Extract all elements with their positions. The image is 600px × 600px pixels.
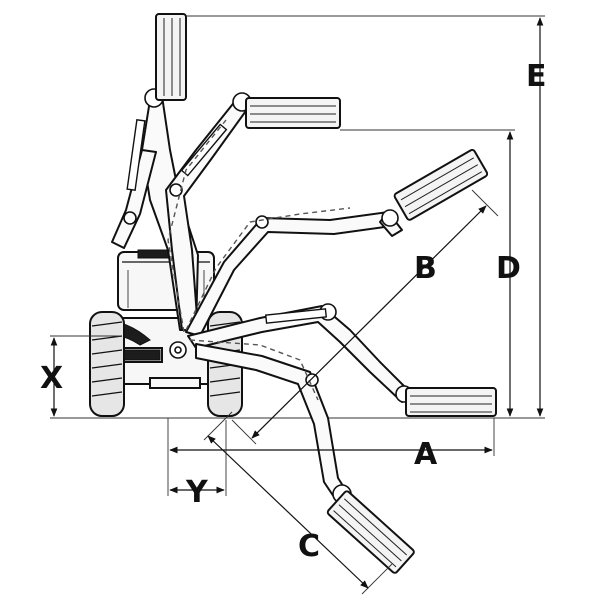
- dimension-label-a: A: [414, 437, 438, 472]
- arm-position-upper: [165, 92, 341, 331]
- dimension-d: D: [340, 129, 521, 417]
- dimension-label-y: Y: [185, 475, 209, 510]
- dimension-x: X: [40, 335, 120, 417]
- dimension-label-e: E: [526, 59, 547, 94]
- dimension-c: C: [203, 411, 393, 595]
- dimension-label-b: B: [414, 251, 437, 286]
- dimension-label-d: D: [496, 251, 521, 286]
- left-tyre: [89, 311, 125, 417]
- dimension-e: E: [186, 15, 547, 417]
- arm-position-tilted: [185, 148, 489, 337]
- tractor: [89, 249, 243, 417]
- dimension-label-c: C: [298, 529, 320, 564]
- dimension-y: Y: [169, 420, 227, 510]
- dimension-b: B: [231, 189, 499, 445]
- dimension-label-x: X: [40, 361, 63, 396]
